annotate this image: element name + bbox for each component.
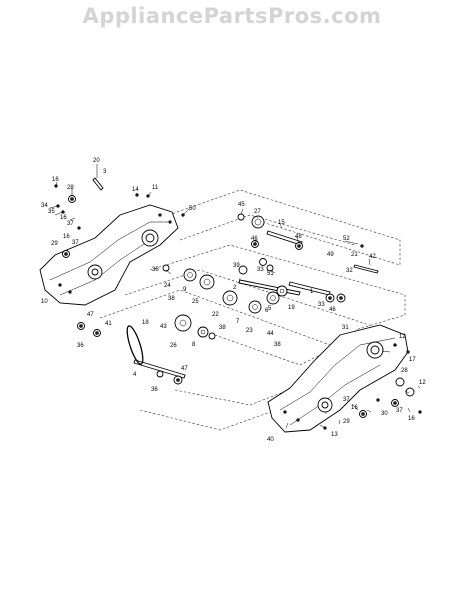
callout-label: 46 [251, 236, 258, 242]
callout-label: 51 [267, 271, 274, 277]
callout-label: 30 [381, 411, 388, 417]
gears [174, 215, 288, 338]
callout-label: 6 [265, 308, 269, 314]
callout-label: 38 [168, 296, 175, 302]
callout-label: 16 [351, 405, 358, 411]
callout-label: 8 [192, 342, 196, 348]
callout-label: 33 [318, 302, 325, 308]
callout-label: 36 [152, 267, 159, 273]
callout-label: 40 [267, 437, 274, 443]
callout-label: 36 [151, 387, 158, 393]
callout-label: 37 [72, 240, 79, 246]
callout-label: 48 [295, 234, 302, 240]
callout-label: 49 [327, 252, 334, 258]
callout-label: 34 [41, 203, 48, 209]
callout-label: 9 [183, 287, 187, 293]
callout-labels: 20 3 16 28 11 14 34 35 16 37 16 37 29 10… [41, 158, 426, 443]
callout-label: 3 [103, 169, 107, 175]
right-gear-housing [267, 324, 409, 433]
callout-label: 29 [51, 241, 58, 247]
callout-label: 41 [105, 321, 112, 327]
callout-label: 32 [346, 268, 353, 274]
callout-label: 12 [419, 380, 426, 386]
callout-label: 4 [133, 372, 137, 378]
callout-label: 28 [401, 368, 408, 374]
callout-label: 27 [254, 209, 261, 215]
callout-label: 12 [399, 334, 406, 340]
callout-label: 22 [212, 312, 219, 318]
callout-label: 44 [267, 331, 274, 337]
callout-label: 1 [310, 289, 314, 295]
callout-label: 47 [87, 312, 94, 318]
callout-label: 2 [233, 285, 237, 291]
left-gear-housing [39, 204, 179, 306]
callout-label: 43 [160, 324, 167, 330]
callout-label: 26 [170, 343, 177, 349]
callout-label: 47 [181, 366, 188, 372]
callout-label: 38 [274, 342, 281, 348]
bearings-and-washers [62, 195, 415, 418]
callout-label: 11 [152, 185, 159, 191]
callout-label: 28 [67, 185, 74, 191]
callout-label: 36 [77, 343, 84, 349]
callout-label: 23 [246, 328, 253, 334]
drive-chain [126, 325, 144, 365]
callout-label: 37 [67, 221, 74, 227]
callout-label: 35 [48, 209, 55, 215]
callout-label: 20 [93, 158, 100, 164]
callout-label: 50 [189, 206, 196, 212]
callout-label: 5 [268, 306, 272, 312]
callout-label: 24 [164, 283, 171, 289]
callout-label: 29 [343, 419, 350, 425]
callout-label: 37 [396, 408, 403, 414]
callout-label: 16 [52, 177, 59, 183]
bolts-and-fasteners [54, 184, 422, 430]
callout-label: 16 [60, 215, 67, 221]
callout-label: 14 [132, 187, 139, 193]
callout-label: 46 [329, 307, 336, 313]
callout-label: 25 [192, 299, 199, 305]
callout-label: 19 [288, 305, 295, 311]
callout-label: 52 [343, 236, 350, 242]
leader-lines [49, 164, 421, 429]
callout-label: 31 [342, 325, 349, 331]
callout-label: 21 [351, 252, 358, 258]
callout-label: 37 [343, 397, 350, 403]
callout-label: 16 [408, 416, 415, 422]
callout-label: 17 [409, 357, 416, 363]
watermark: AppliancePartsPros.com [82, 4, 382, 28]
callout-label: 38 [219, 325, 226, 331]
callout-label: 16 [63, 234, 70, 240]
callout-label: 13 [331, 432, 338, 438]
callout-label: 42 [369, 254, 376, 260]
callout-label: 10 [41, 299, 48, 305]
callout-label: 18 [142, 320, 149, 326]
callout-label: 39 [233, 263, 240, 269]
callout-label: 45 [238, 202, 245, 208]
callout-label: 15 [278, 220, 285, 226]
callout-label: 33 [257, 267, 264, 273]
callout-label: 7 [236, 319, 240, 325]
